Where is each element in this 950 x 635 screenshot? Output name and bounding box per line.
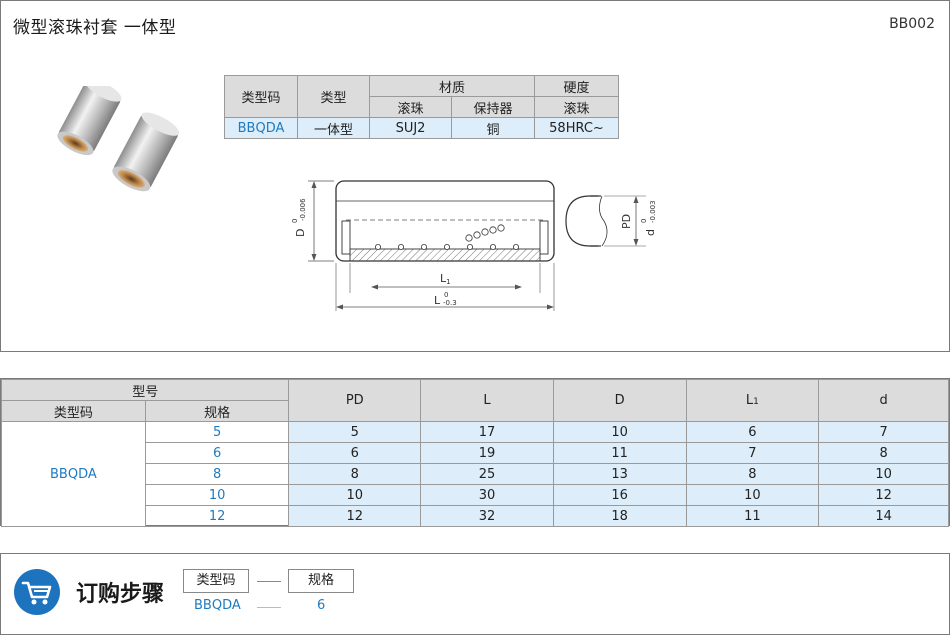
- order-title: 订购步骤: [76, 582, 165, 607]
- product-code: BB002: [889, 16, 935, 32]
- cell-l: 17: [420, 421, 554, 443]
- cell-d2: 12: [818, 484, 949, 506]
- dim-d2-tol-top: 0: [640, 219, 648, 223]
- cell-l1: 11: [685, 505, 820, 527]
- cell-type: 一体型: [297, 117, 370, 139]
- header-type-code: 类型码: [1, 400, 146, 422]
- cell-l: 32: [420, 505, 554, 527]
- spec-table: 型号 PD L D L1 d 类型码 规格 BBQDA 5 5 17 10 6 …: [0, 379, 949, 527]
- cell-d: 16: [552, 484, 687, 506]
- dim-l1-label: L1: [440, 272, 451, 286]
- table-row: 6 6 19 11 7 8: [2, 442, 949, 464]
- header-l1: L1: [685, 379, 820, 422]
- cell-l: 19: [420, 442, 554, 464]
- header-type: 类型: [297, 75, 370, 118]
- header-retainer: 保持器: [451, 96, 535, 118]
- cell-d2: 8: [818, 442, 949, 464]
- cell-l1: 6: [685, 421, 820, 443]
- header-d: D: [552, 379, 687, 422]
- cell-d: 18: [552, 505, 687, 527]
- header-hardness-ball: 滚珠: [534, 96, 619, 118]
- cell-l: 25: [420, 463, 554, 485]
- cell-spec[interactable]: 10: [144, 484, 290, 506]
- cell-type-code[interactable]: BBQDA: [224, 117, 298, 139]
- table-row: 10 10 30 16 10 12: [2, 484, 949, 506]
- technical-drawing: D 0 -0.006 L1 L 0 -0.3 PD d 0 -0.003: [291, 180, 657, 311]
- cell-hardness: 58HRC~: [534, 117, 619, 139]
- step-spec-box: 规格: [288, 569, 354, 593]
- cell-d: 10: [552, 421, 687, 443]
- dim-d2-tol-bot: -0.003: [649, 200, 657, 223]
- header-pd: PD: [288, 379, 422, 422]
- header-hardness: 硬度: [534, 75, 619, 97]
- table-row: 8 8 25 13 8 10: [2, 463, 949, 485]
- cell-spec[interactable]: 5: [144, 421, 290, 443]
- cell-pd: 10: [288, 484, 422, 506]
- cell-pd: 6: [288, 442, 422, 464]
- header-spec: 规格: [144, 400, 290, 422]
- header-model: 型号: [0, 379, 290, 401]
- table-row: BBQDA 5 5 17 10 6 7: [1, 421, 949, 527]
- step-spec-value: 6: [317, 598, 326, 613]
- cell-spec[interactable]: 12: [144, 505, 290, 527]
- cell-l: 30: [420, 484, 554, 506]
- material-table: 类型码 类型 材质 硬度 滚珠 保持器 滚珠 BBQDA 一体型 SUJ2 铜 …: [224, 75, 619, 139]
- header-l: L: [420, 379, 554, 422]
- dim-d2-label: d: [644, 229, 657, 236]
- cell-d: 11: [552, 442, 687, 464]
- step-value-connector: [257, 607, 281, 608]
- dim-l-tol-bot: -0.3: [443, 299, 457, 307]
- cell-d2: 14: [818, 505, 949, 527]
- dim-l-label: L: [434, 294, 441, 307]
- cell-d: 13: [552, 463, 687, 485]
- spec-panel: 型号 PD L D L1 d 类型码 规格 BBQDA 5 5 17 10 6 …: [0, 378, 950, 527]
- cell-spec[interactable]: 6: [144, 442, 290, 464]
- cell-d2: 10: [818, 463, 949, 485]
- page-title: 微型滚珠衬套 一体型: [13, 18, 177, 38]
- step-connector: [257, 581, 281, 582]
- dim-l-tol-top: 0: [444, 291, 448, 299]
- header-ball: 滚珠: [369, 96, 452, 118]
- cell-ball: SUJ2: [369, 117, 452, 139]
- header-type-code: 类型码: [224, 75, 298, 118]
- cell-l1: 10: [685, 484, 820, 506]
- cell-l1: 8: [685, 463, 820, 485]
- table-row: 12 12 32 18 11 14: [2, 505, 949, 527]
- product-photo: [57, 86, 180, 192]
- header-material: 材质: [369, 75, 535, 97]
- dim-pd-label: PD: [620, 214, 633, 229]
- order-steps-panel: 订购步骤 类型码 规格 BBQDA 6: [0, 553, 950, 635]
- cell-retainer: 铜: [451, 117, 535, 139]
- cell-type-code[interactable]: BBQDA: [1, 421, 146, 527]
- dim-d-label: D: [294, 229, 307, 237]
- step-type-code-box: 类型码: [183, 569, 249, 593]
- cell-pd: 5: [288, 421, 422, 443]
- header-d2: d: [818, 379, 949, 422]
- cell-pd: 12: [288, 505, 422, 527]
- cell-d2: 7: [818, 421, 949, 443]
- step-type-code-value: BBQDA: [194, 598, 241, 613]
- cell-l1: 7: [685, 442, 820, 464]
- shopping-cart-icon: [14, 569, 60, 615]
- dim-d-tol-top: 0: [291, 219, 299, 223]
- dim-d-tol-bot: -0.006: [299, 198, 307, 221]
- product-info-panel: 微型滚珠衬套 一体型 BB002: [0, 0, 950, 352]
- cell-pd: 8: [288, 463, 422, 485]
- cell-spec[interactable]: 8: [144, 463, 290, 485]
